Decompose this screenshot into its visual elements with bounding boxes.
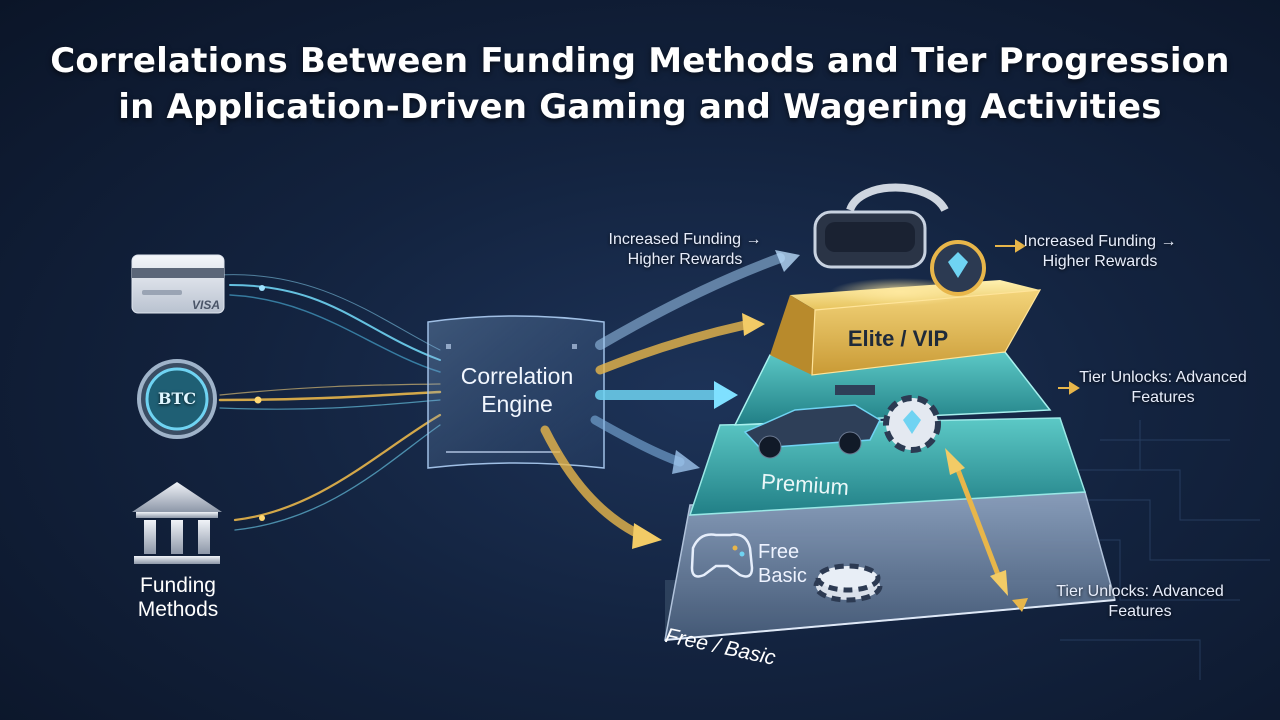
tier-elite-vip-block — [770, 278, 1042, 376]
annotation-arrows — [995, 239, 1080, 612]
bank-icon — [132, 482, 222, 564]
bitcoin-coin-icon — [137, 359, 217, 439]
poker-chip-icon-premium — [883, 395, 941, 453]
funding-streams — [218, 274, 442, 531]
correlation-engine-panel — [427, 315, 605, 469]
btc-coin-text: BTC — [157, 389, 197, 408]
tier-free-basic-label: Free Basic — [758, 541, 807, 587]
correlation-engine-label: Correlation Engine — [460, 363, 574, 417]
card-brand-text: VISA — [192, 298, 221, 312]
page-title: Correlations Between Funding Methods and… — [0, 38, 1280, 130]
race-car-icon — [743, 385, 881, 459]
diamond-chip-icon — [930, 240, 986, 296]
tier-double-arrow — [945, 448, 1008, 596]
title-line-1: Correlations Between Funding Methods and… — [50, 41, 1230, 81]
annotation-right-mid: Tier Unlocks: Advanced Features — [1079, 369, 1247, 406]
funding-methods-label: Funding Methods — [137, 574, 219, 621]
credit-card-icon — [131, 254, 225, 314]
tier-free-basic-block — [664, 491, 1116, 641]
title-line-2: in Application-Driven Gaming and Wagerin… — [118, 87, 1162, 127]
poker-chip-icon-basic — [813, 563, 883, 603]
engine-arrows — [540, 250, 800, 549]
annotation-left-top: Increased Funding → Higher Rewards — [608, 231, 762, 268]
tier-elite-vip-label: Elite / VIP — [847, 326, 949, 351]
annotation-right-top: Increased Funding → Higher Rewards — [1023, 233, 1177, 270]
annotation-right-bottom: Tier Unlocks: Advanced Features — [1056, 583, 1224, 620]
vr-headset-icon — [813, 183, 949, 269]
gamepad-icon — [690, 533, 754, 578]
